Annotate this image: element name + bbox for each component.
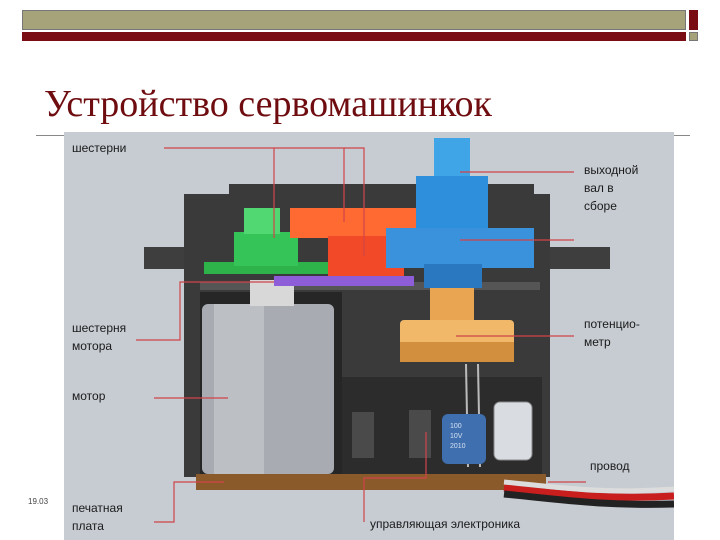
label-potentiometer-2: метр — [584, 335, 611, 349]
slide-title: Устройство сервомашинкок — [44, 83, 493, 125]
output-shaft-base — [424, 264, 482, 288]
label-control-electronics: управляющая электроника — [370, 517, 520, 531]
label-motor: мотор — [72, 389, 106, 403]
leader-lines — [136, 147, 586, 523]
label-pcb-2: плата — [72, 519, 104, 533]
potentiometer-base — [400, 342, 514, 362]
transistor-2 — [409, 410, 431, 458]
capacitor-text-2: 10V — [450, 433, 463, 440]
wire-white — [503, 479, 674, 494]
header-red-band — [22, 32, 686, 41]
label-potentiometer-1: потенцио- — [584, 317, 640, 331]
capacitor — [442, 414, 486, 464]
output-gear-lower — [386, 228, 534, 268]
header-olive-band — [22, 10, 686, 30]
label-output-shaft-1: выходной — [584, 163, 638, 177]
label-wire: провод — [590, 459, 630, 473]
slide-date: 19.03 — [28, 497, 49, 506]
mount-tab-right — [540, 247, 610, 269]
label-gears: шестерни — [72, 141, 126, 155]
header-olive-square — [689, 32, 698, 41]
wire-black — [503, 490, 674, 508]
output-shaft-spline — [434, 138, 470, 180]
diagram-labels: шестерни выходной вал в сборе шестерня м… — [72, 141, 640, 533]
purple-gear-wheel — [274, 276, 414, 286]
label-motor-gear-1: шестерня — [72, 321, 126, 335]
servo-diagram: 100 10V 2010 шестерни выходной вал в сбо… — [64, 132, 674, 540]
potentiometer-shaft — [430, 288, 474, 324]
wire-red — [503, 484, 674, 501]
green-gear-stack — [234, 232, 298, 266]
label-output-shaft-3: сборе — [584, 199, 617, 213]
slide-header-bar — [22, 10, 698, 42]
pcb-board — [196, 474, 546, 490]
motor-highlight — [214, 304, 264, 474]
label-pcb-1: печатная — [72, 501, 123, 515]
transistor-1 — [352, 412, 374, 458]
crystal-component — [493, 401, 533, 461]
capacitor-text-3: 2010 — [450, 443, 466, 450]
capacitor-text-1: 100 — [450, 423, 462, 430]
label-output-shaft-2: вал в — [584, 181, 614, 195]
output-gear-upper — [416, 176, 488, 232]
label-motor-gear-2: мотора — [72, 339, 112, 353]
header-red-square — [689, 10, 698, 30]
